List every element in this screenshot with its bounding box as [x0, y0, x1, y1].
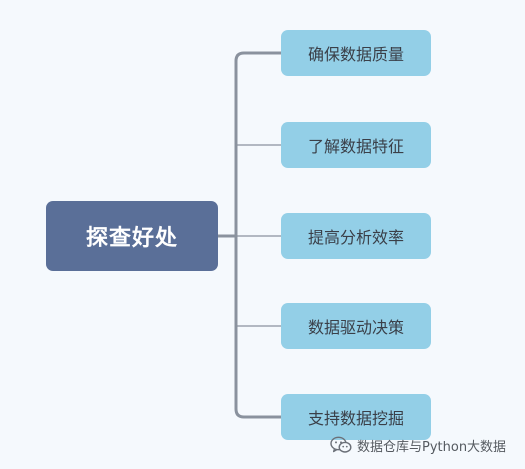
trunk-line	[234, 51, 283, 419]
child-node-data-quality[interactable]: 确保数据质量	[281, 30, 431, 76]
child-node-data-mining[interactable]: 支持数据挖掘	[281, 394, 431, 440]
wechat-icon	[330, 436, 352, 454]
child-node-data-features[interactable]: 了解数据特征	[281, 122, 431, 168]
watermark: 数据仓库与Python大数据	[330, 434, 506, 456]
root-node[interactable]: 探查好处	[46, 201, 218, 271]
watermark-text: 数据仓库与Python大数据	[357, 439, 507, 455]
child-node-analysis-efficiency[interactable]: 提高分析效率	[281, 213, 431, 259]
child-node-data-driven-decisions[interactable]: 数据驱动决策	[281, 303, 431, 349]
